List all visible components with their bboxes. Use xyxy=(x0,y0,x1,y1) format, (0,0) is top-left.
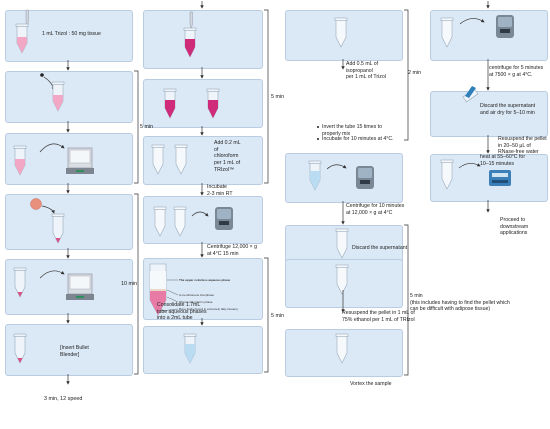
time-label-col2-b: 5 min xyxy=(271,313,285,319)
step-vortex-text: Vortex the sample xyxy=(350,381,392,387)
step-incubate-text: Incubate 2-3 min RT xyxy=(207,184,233,197)
card-step-consolidate xyxy=(143,326,263,374)
blender-setting-text: 3 min, 12 speed xyxy=(44,396,83,402)
step-tissue-trizol-text: 1 mL Trizol : 50 mg tissue xyxy=(42,31,101,37)
phase-bottom-label: Bone lipids (found in extremely fatty ti… xyxy=(179,307,238,311)
time-label-col1-a: 5 min xyxy=(140,124,154,130)
card-step-add-bead xyxy=(5,71,133,123)
step-air-dry-text: Discard the supernatant and air dry for … xyxy=(480,103,536,116)
step-centrifuge-10-text: Centrifuge for 10 minutes at 12,000 × g … xyxy=(346,203,405,216)
step-proceed-text: Proceed to downstream applications xyxy=(500,217,529,237)
phase-membrane-label: A membranous interphase xyxy=(179,293,215,297)
step-resuspend-text: Resuspend the pellet in 20–50 μL of RNas… xyxy=(498,136,547,156)
step-incubate-10-text: Incubate for 10 minutes at 4°C. xyxy=(322,136,394,142)
time-label-col3-b: 5 min (this includes having to find the … xyxy=(410,293,510,313)
step-discard-text: Discard the supernatant xyxy=(352,245,408,251)
step-heat-text: heat at 55–60°C for 10–15 minutes xyxy=(480,154,526,167)
step-centrifuge-12000-text: Centrifuge 12,000 × g at 4°C 15 min xyxy=(207,244,258,257)
card-step-add-tissue xyxy=(5,194,133,250)
step-ethanol-text: Resuspend the pellet in 1 mL of 75% etha… xyxy=(342,310,415,323)
time-label-col2-a: 5 min xyxy=(271,94,285,100)
card-step-blender xyxy=(5,324,133,376)
step-consolidate-text: Consolidate 1.7mL tube aqueous phases in… xyxy=(157,302,207,322)
card-step-trizol-tube xyxy=(143,10,263,69)
step-centrifuge-5-text: centrifuge for 5 minutes at 7500 × g at … xyxy=(489,65,544,78)
card-step-split-tubes xyxy=(143,79,263,128)
time-label-col1-b: 10 min xyxy=(121,281,138,287)
step-chloroform-text: Add 0.2 mL of chloroform per 1 mL of TRI… xyxy=(214,140,241,173)
phase-phenol-label: Phenol-chloroform phase xyxy=(179,300,213,304)
card-step-air-dry xyxy=(430,91,548,137)
phase-upper-label: The upper colorless aqueous phase xyxy=(179,278,231,282)
card-step-chloroform xyxy=(143,136,263,185)
step-isopropanol-text: Add 0.5 mL of isopropanol per 1 mL of Tr… xyxy=(346,61,386,81)
time-label-col3-a: 2 min xyxy=(408,70,422,76)
card-step-centrifuge-10 xyxy=(285,153,403,203)
step-blender-text: [Insert Bullet Blender] xyxy=(60,345,89,358)
step-invert-text: Invert the tube 15 times to properly mix xyxy=(322,124,382,137)
